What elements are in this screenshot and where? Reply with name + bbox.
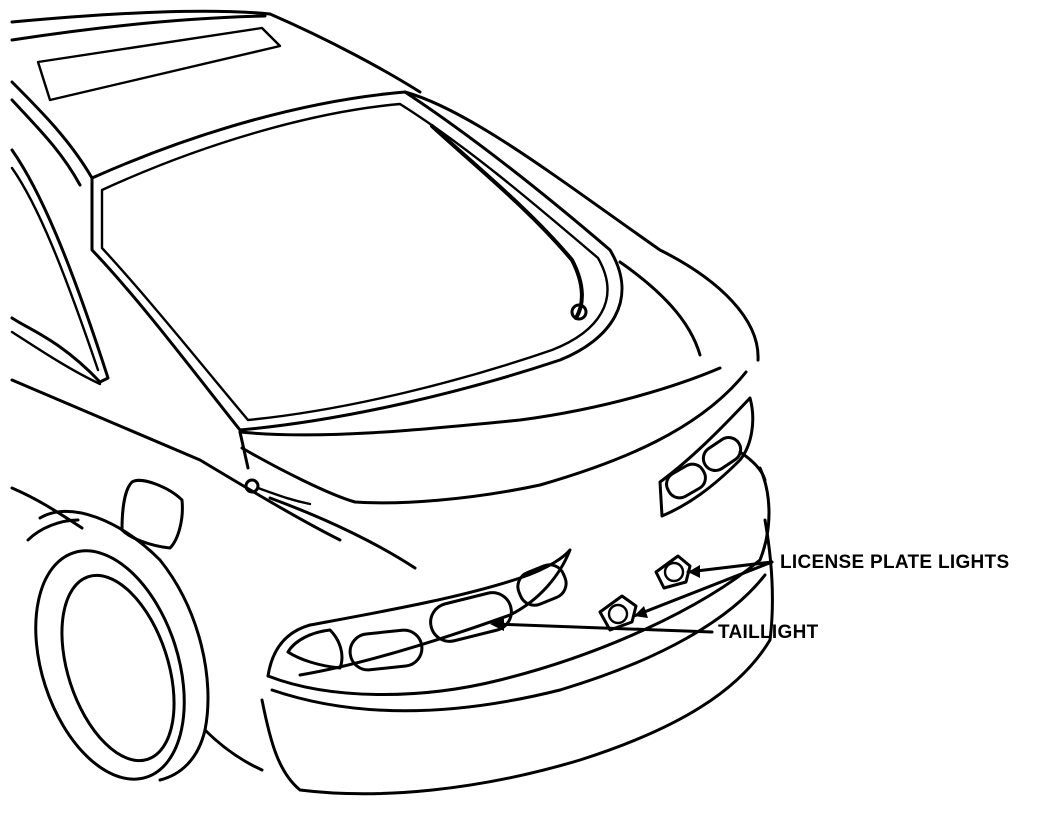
quarter-panel (10, 378, 342, 550)
fuel-filler-door (120, 479, 184, 550)
rear-windshield (90, 90, 624, 432)
rear-bumper (260, 450, 774, 796)
taillight-lens (429, 591, 513, 643)
taillight-left (266, 548, 572, 678)
license-plate-light-left (598, 594, 638, 632)
taillight-label: TAILLIGHT (718, 622, 819, 643)
sunroof (36, 26, 282, 102)
license-plate-lights-label: LICENSE PLATE LIGHTS (780, 552, 1009, 573)
rear-wheel (26, 509, 264, 782)
license-plate-light-right (654, 554, 692, 590)
rear-wiper (430, 124, 584, 320)
callout-leader-taillight (490, 617, 714, 634)
callout-leader-license (632, 560, 774, 618)
roof (10, 9, 422, 187)
taillight-right (658, 396, 755, 518)
side-window (10, 148, 110, 386)
